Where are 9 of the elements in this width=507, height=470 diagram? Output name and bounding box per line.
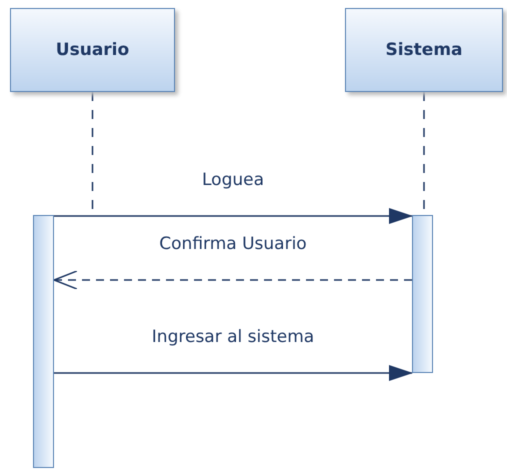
message-arrow [54, 365, 413, 381]
participant-name: Usuario [56, 40, 130, 60]
return-message-arrow [53, 270, 412, 290]
activation-bar [33, 215, 54, 468]
activation-bar [412, 215, 433, 373]
participant-box [345, 8, 503, 92]
message-arrow [54, 208, 413, 224]
participant-name: Sistema [385, 40, 463, 60]
participant-box [10, 8, 175, 92]
